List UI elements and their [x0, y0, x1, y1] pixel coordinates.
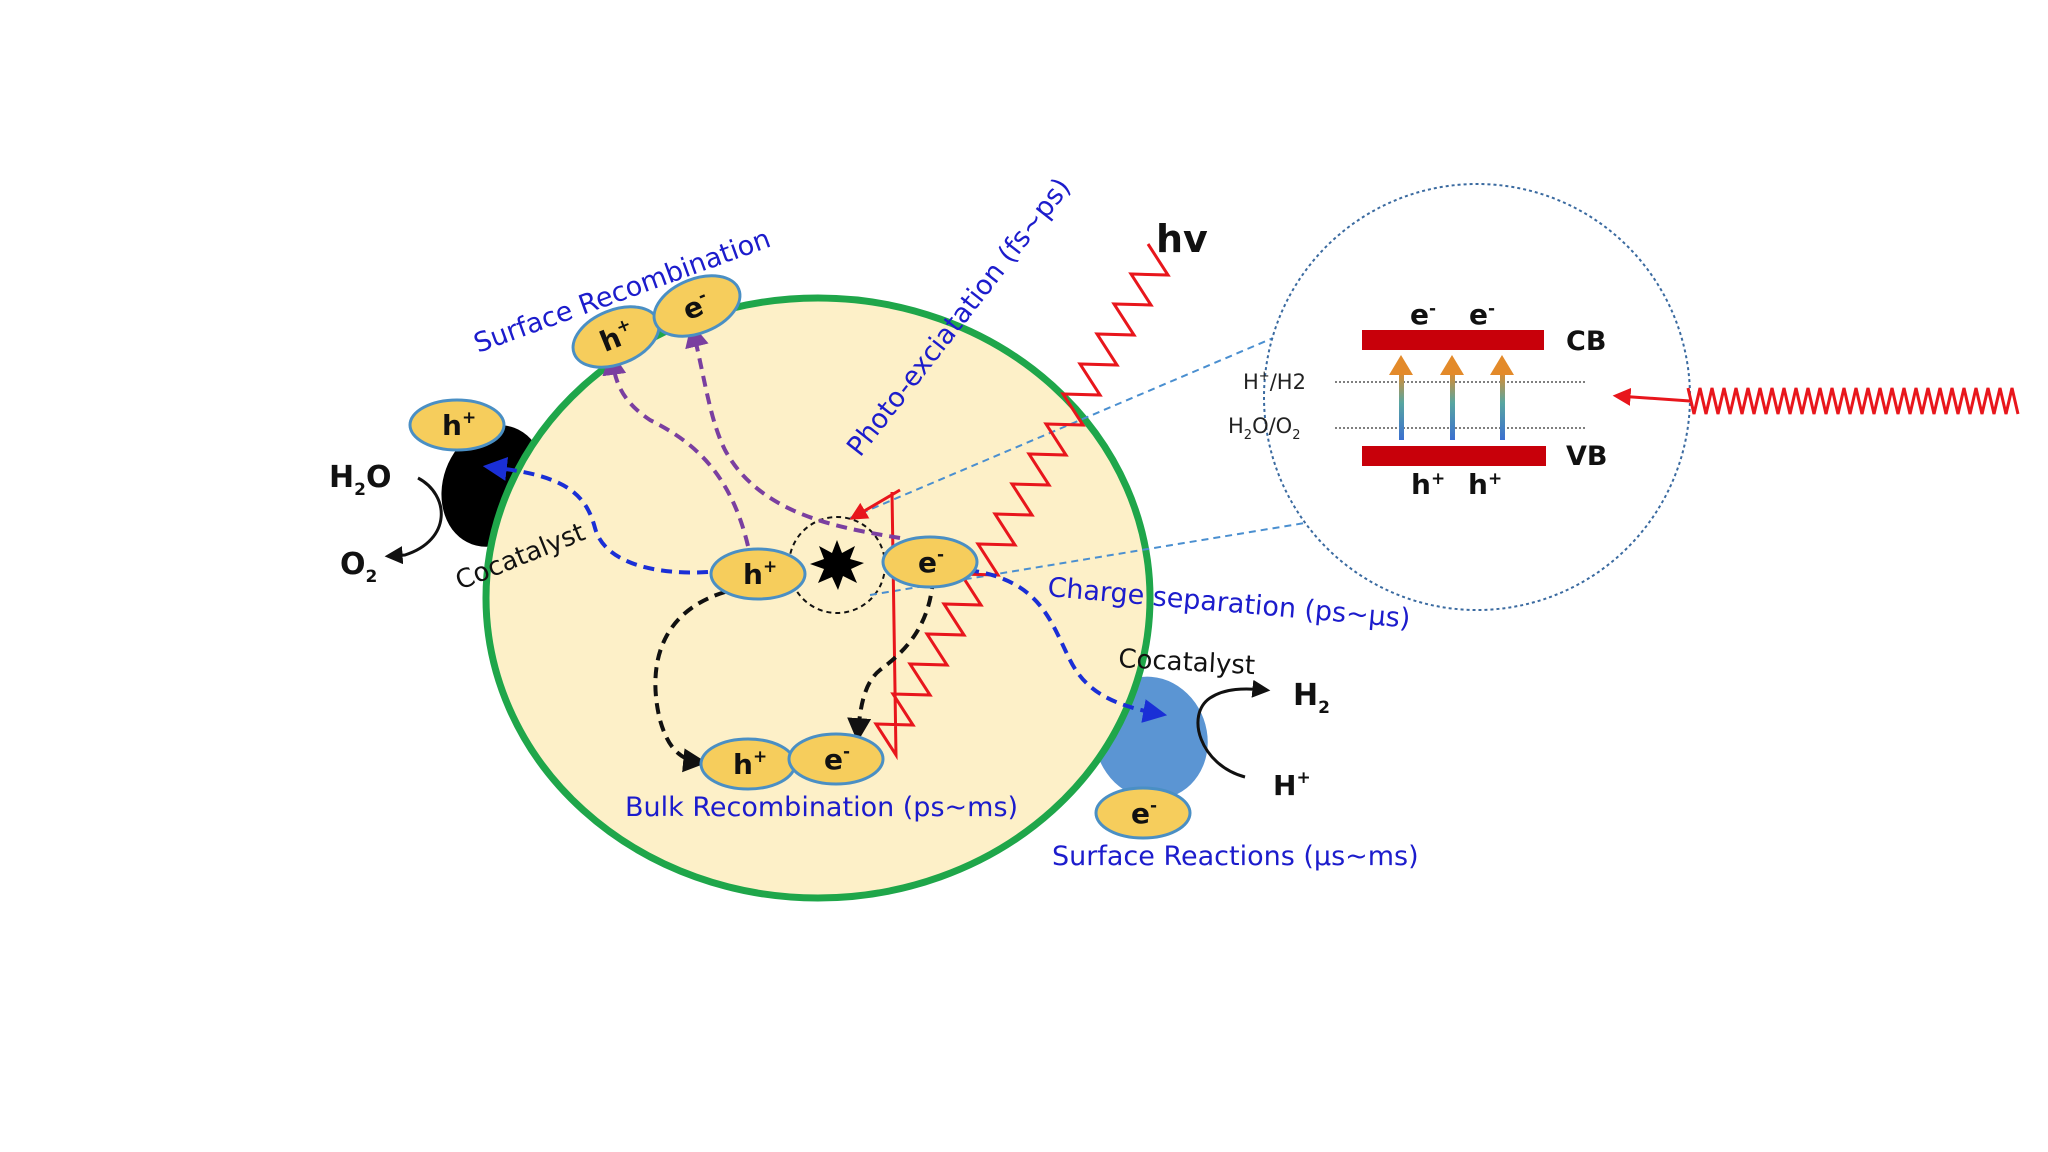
band-electron-2: e- — [1469, 298, 1495, 331]
carrier-hole-bulk: h+ — [699, 737, 797, 791]
photon-wave — [873, 243, 1171, 761]
cb-label: CB — [1566, 326, 1606, 357]
h2o-label: H2O — [329, 460, 391, 500]
inset-photon-arrow — [1612, 387, 1691, 406]
bulk-recomb-arrow-electron — [847, 577, 935, 743]
vb-label: VB — [1566, 441, 1607, 472]
svg-text:h+: h+ — [743, 557, 777, 591]
excitation-burst — [810, 540, 864, 590]
svg-text:e-: e- — [824, 742, 850, 776]
carrier-hole-surface-left: h+ — [408, 398, 506, 452]
carrier-electron-surface-reaction: e- — [1094, 786, 1192, 840]
band-hole-1: h+ — [1411, 468, 1445, 501]
bulk-recomb-arrow-hole — [653, 590, 726, 773]
excitation-arrows — [1389, 355, 1514, 440]
bulk-recombination-label: Bulk Recombination (ps~ms) — [625, 792, 1018, 823]
o2-label: O2 — [340, 547, 377, 587]
carrier-electron-surface-recomb: e- — [652, 274, 742, 338]
valence-band — [1362, 446, 1546, 466]
carrier-hole-center: h+ — [709, 547, 807, 601]
h2o-o2-label: H2O/O2 — [1228, 414, 1301, 443]
band-diagram-inset: e- e- h+ h+ CB VB H+/H2 H2O/O2 — [1228, 183, 1691, 611]
oxidation-arrow — [384, 476, 443, 565]
surface-recomb-arrow-electron — [685, 322, 901, 540]
carrier-hole-surface-recomb: h+ — [571, 305, 661, 369]
photon-arrow — [849, 488, 901, 520]
conduction-band — [1362, 330, 1544, 350]
surface-reactions-label: Surface Reactions (µs~ms) — [1052, 841, 1419, 872]
surface-recomb-arrow-hole — [602, 350, 750, 547]
hole-to-cocatalyst-arrow — [482, 456, 709, 575]
band-hole-2: h+ — [1468, 468, 1502, 501]
svg-text:h+: h+ — [733, 747, 767, 781]
carrier-electron-bulk: e- — [787, 732, 885, 786]
hv-label: hv — [1156, 217, 1208, 261]
svg-text:e-: e- — [1131, 796, 1157, 830]
inset-photon-wave — [1686, 387, 2020, 415]
cocatalyst-right-label: Cocatalyst — [1118, 644, 1256, 681]
svg-text:h+: h+ — [595, 314, 639, 358]
svg-text:e-: e- — [918, 545, 944, 579]
hplus-label: H+ — [1273, 768, 1311, 802]
carrier-electron-center: e- — [881, 535, 979, 589]
semiconductor-particle — [482, 294, 1154, 902]
h-h2-label: H+/H2 — [1243, 369, 1306, 394]
band-electron-1: e- — [1410, 298, 1436, 331]
svg-text:h+: h+ — [442, 408, 476, 442]
h2-label: H2 — [1293, 678, 1330, 718]
electron-to-cocatalyst-arrow — [967, 568, 1168, 723]
reduction-arrow — [1196, 679, 1271, 779]
